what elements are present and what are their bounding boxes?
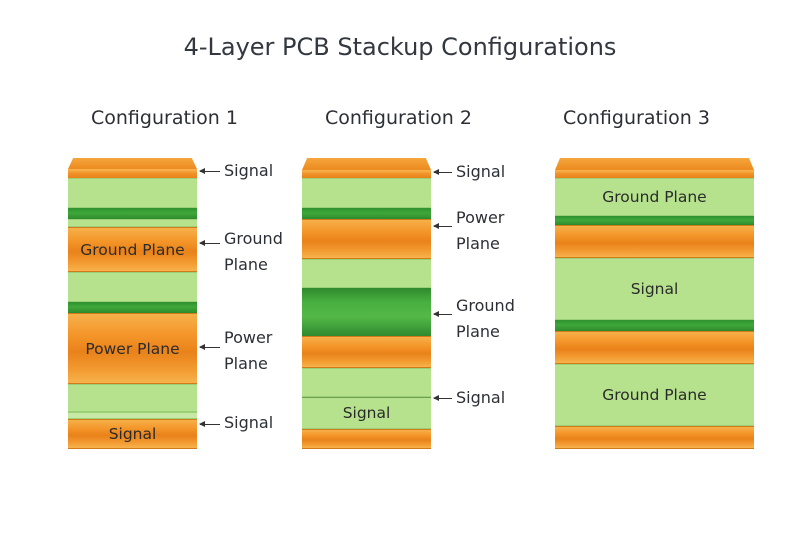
label-signal-top: Signal: [224, 161, 274, 180]
diagram-title: 4-Layer PCB Stackup Configurations: [183, 33, 617, 61]
label-ground-line1: Ground: [224, 229, 283, 248]
signal-layer-bottom: Signal: [68, 419, 197, 449]
ground-plane-layer: Ground Plane: [68, 227, 197, 272]
top-copper-bevel: [555, 158, 754, 170]
core-band: [68, 302, 197, 313]
label-power-line1: Power: [224, 328, 273, 347]
label-ground-line2: Plane: [224, 255, 268, 274]
ground-copper-layer: [302, 336, 431, 368]
config-2-stack: Signal: [302, 158, 431, 449]
core-band: [555, 320, 754, 331]
label-signal-top: Signal: [456, 162, 506, 181]
signal-copper-layer: [68, 169, 197, 178]
label-power-line2: Plane: [224, 354, 268, 373]
signal-layer-bottom: Signal: [302, 397, 431, 429]
prepreg-layer: [68, 272, 197, 302]
arrow-indicator: [433, 311, 452, 317]
core-band: [555, 216, 754, 225]
signal-copper-layer: [302, 170, 431, 178]
power-plane-layer: Power Plane: [68, 313, 197, 384]
inner-copper-layer: [555, 331, 754, 364]
arrow-indicator: [199, 344, 220, 350]
prepreg-layer: [302, 259, 431, 288]
prepreg-layer: [302, 368, 431, 397]
inner-copper-layer: [555, 225, 754, 258]
prepreg-layer: [68, 412, 197, 419]
label-signal-bottom: Signal: [224, 413, 274, 432]
ground-core-layer: [302, 288, 431, 336]
power-plane-layer: [302, 219, 431, 259]
arrow-indicator: [199, 421, 220, 427]
label-ground-line1: Ground: [456, 296, 515, 315]
label-power-line1: Power: [456, 208, 505, 227]
config-3-stack: Ground Plane Signal Ground Plane: [555, 158, 754, 449]
label-power-line2: Plane: [456, 234, 500, 253]
bottom-copper-layer: [555, 426, 754, 449]
arrow-indicator: [199, 240, 220, 246]
arrow-indicator: [433, 169, 452, 175]
prepreg-layer: [68, 384, 197, 412]
top-copper-bevel: [68, 158, 197, 169]
signal-layer: Signal: [555, 258, 754, 320]
config-3-title: Configuration 3: [563, 107, 710, 129]
core-band: [68, 208, 197, 219]
label-ground-line2: Plane: [456, 322, 500, 341]
top-copper-bevel: [302, 158, 431, 170]
bottom-copper-layer: [302, 429, 431, 449]
ground-plane-bottom-layer: Ground Plane: [555, 364, 754, 426]
prepreg-layer: [68, 219, 197, 227]
arrow-indicator: [199, 168, 220, 174]
arrow-indicator: [433, 395, 452, 401]
prepreg-layer: [68, 178, 197, 208]
config-2-title: Configuration 2: [325, 107, 472, 129]
ground-plane-top-layer: Ground Plane: [555, 178, 754, 216]
core-band: [302, 208, 431, 219]
top-copper-layer: [555, 170, 754, 178]
arrow-indicator: [433, 223, 452, 229]
label-signal-bottom: Signal: [456, 388, 506, 407]
prepreg-layer: [302, 178, 431, 208]
config-1-title: Configuration 1: [91, 107, 238, 129]
config-1-stack: Ground Plane Power Plane Signal: [68, 158, 197, 449]
